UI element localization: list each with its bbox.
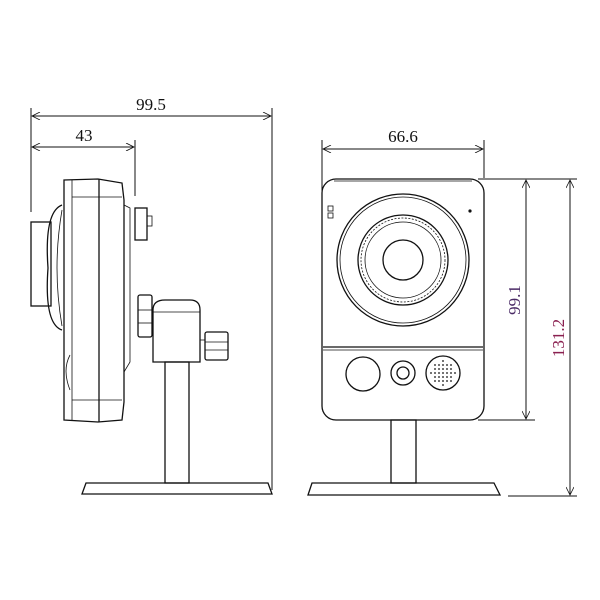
- speaker-hole: [430, 372, 432, 374]
- speaker-grille: [425, 355, 461, 391]
- speaker-hole: [442, 376, 444, 378]
- total-height-label: 131.2: [549, 319, 568, 357]
- speaker-hole: [438, 368, 440, 370]
- side-nut: [137, 294, 153, 338]
- speaker-hole: [446, 364, 448, 366]
- speaker-hole: [442, 384, 444, 386]
- speaker-hole: [434, 364, 436, 366]
- speaker-hole: [450, 364, 452, 366]
- speaker-hole: [454, 372, 456, 374]
- speaker-hole: [450, 380, 452, 382]
- speaker-hole: [438, 380, 440, 382]
- speaker-hole: [438, 364, 440, 366]
- speaker-hole: [450, 368, 452, 370]
- speaker-hole: [442, 364, 444, 366]
- side-mount-head: [152, 299, 201, 363]
- speaker-hole: [438, 372, 440, 374]
- side-pole: [164, 361, 190, 484]
- speaker-hole: [450, 372, 452, 374]
- body-depth-label: 43: [76, 126, 93, 145]
- speaker-hole: [434, 372, 436, 374]
- speaker-hole: [446, 380, 448, 382]
- speaker-holes: [430, 360, 456, 386]
- speaker-hole: [446, 368, 448, 370]
- front-view: 66.6 99.1 131.2: [307, 127, 577, 497]
- side-connector: [134, 207, 148, 241]
- speaker-hole: [442, 368, 444, 370]
- front-base: [307, 482, 502, 496]
- speaker-hole: [434, 376, 436, 378]
- light-sensor: [390, 360, 416, 386]
- speaker-hole: [434, 380, 436, 382]
- speaker-hole: [450, 376, 452, 378]
- led-indicator: [327, 205, 334, 212]
- body-height-label: 99.1: [505, 285, 524, 315]
- width-label: 66.6: [388, 127, 418, 146]
- lens-outer-ring: [336, 193, 470, 327]
- side-lens: [30, 221, 52, 307]
- side-knob: [204, 331, 229, 361]
- speaker-hole: [442, 380, 444, 382]
- speaker-hole: [442, 360, 444, 362]
- side-body: [63, 178, 125, 423]
- total-depth-label: 99.5: [136, 95, 166, 114]
- pir-sensor: [345, 356, 381, 392]
- speaker-hole: [446, 376, 448, 378]
- side-view: 99.5 43: [30, 95, 273, 495]
- speaker-hole: [434, 368, 436, 370]
- speaker-hole: [446, 372, 448, 374]
- speaker-hole: [442, 372, 444, 374]
- lens-inner-ring: [357, 214, 449, 306]
- lens: [382, 239, 424, 281]
- front-pole: [390, 419, 417, 484]
- side-base: [81, 482, 273, 495]
- sensor-dot: [468, 209, 472, 213]
- speaker-hole: [438, 376, 440, 378]
